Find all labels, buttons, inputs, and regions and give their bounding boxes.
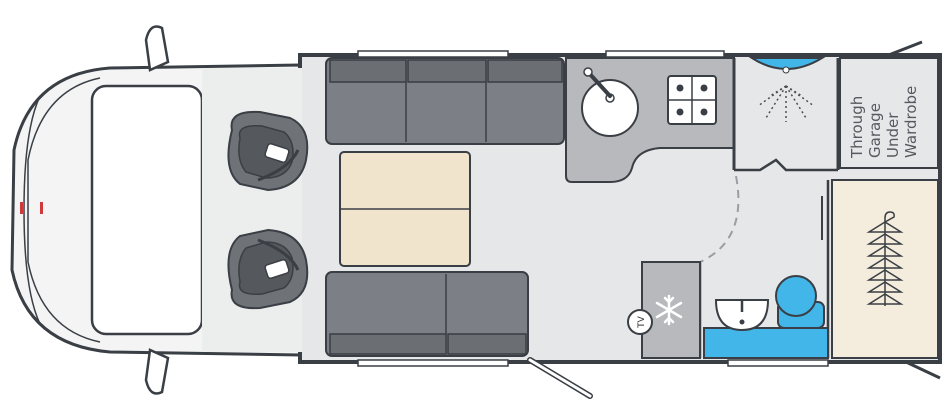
storage-label-line3: Under [884,112,902,158]
dining-table [339,151,471,267]
storage-label-line4: Wardrobe [902,86,920,158]
sofa-bottom [325,271,529,357]
shower [732,57,840,172]
storage-label-line2: Garage [866,103,884,158]
mirror-icon [144,348,170,395]
mirror-icon [144,25,170,72]
storage-label-line1: Through [848,96,866,159]
sofa-top [325,57,565,145]
shower-icon [757,85,815,122]
wardrobe [826,179,939,359]
cab-seat-driver [227,110,309,192]
snowflake-icon [655,294,683,326]
seatbelt-icon [264,142,290,164]
storage-through-garage: Through Garage Under Wardrobe [839,57,939,169]
tv-label: TV [637,315,647,328]
tv-icon: TV [627,309,653,335]
kitchen-counter [565,57,735,183]
toilet-icon [775,275,825,329]
hanger-icon [866,211,904,306]
fridge: TV [627,261,701,359]
sink-icon [581,67,639,137]
hob-icon [667,75,717,125]
seatbelt-icon [264,258,290,280]
washroom [698,175,829,359]
door-icon [527,40,941,399]
cab-seat-passenger [227,228,309,310]
